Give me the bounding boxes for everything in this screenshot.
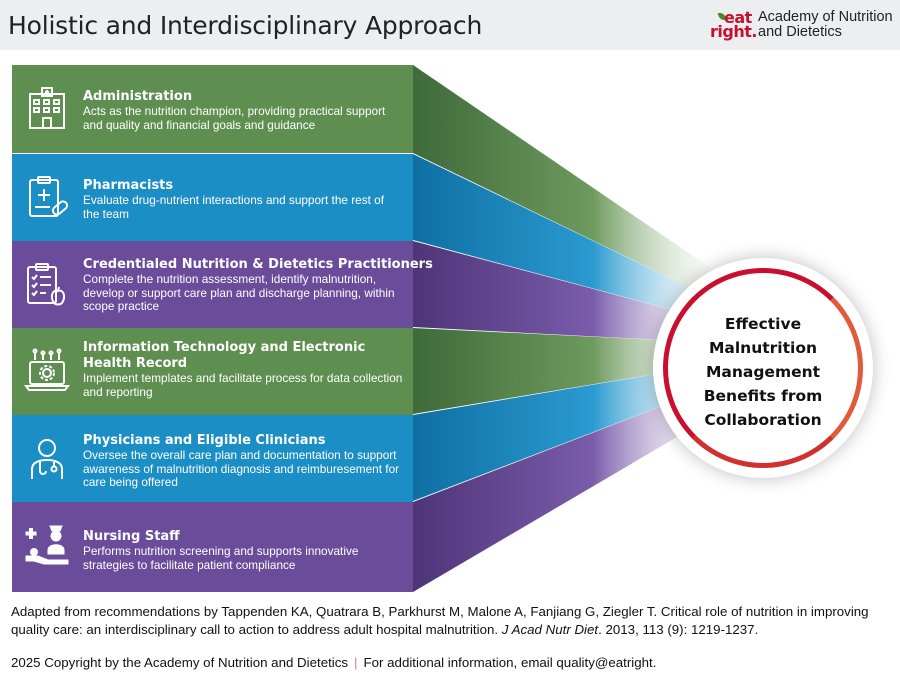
role-title: Nursing Staff bbox=[83, 529, 180, 544]
citation-suffix: . 2013, 113 (9): 1219-1237. bbox=[598, 622, 759, 637]
circle-line: Management bbox=[705, 363, 821, 381]
logo-org-name: Academy of Nutrition and Dietetics bbox=[758, 10, 893, 40]
logo-org-line1: Academy of Nutrition bbox=[758, 9, 893, 25]
funnel-rays bbox=[413, 65, 740, 592]
ray-pharmacists bbox=[413, 154, 740, 328]
citation-journal: J Acad Nutr Diet bbox=[501, 622, 599, 637]
nurse-patient-icon bbox=[24, 522, 70, 568]
circle-statement: Effective Malnutrition Management Benefi… bbox=[683, 312, 843, 432]
header-bar: Holistic and Interdisciplinary Approach … bbox=[0, 0, 900, 50]
circle-line: Collaboration bbox=[704, 411, 822, 429]
collaboration-funnel: Administration Acts as the nutrition cha… bbox=[0, 50, 900, 600]
role-title: Administration bbox=[83, 89, 193, 104]
role-description: Implement templates and facilitate proce… bbox=[83, 371, 403, 399]
copyright-line: 2025 Copyright by the Academy of Nutriti… bbox=[11, 655, 891, 670]
role-band-it-ehr: Information Technology and Electronic He… bbox=[12, 328, 413, 416]
role-band-nursing: Nursing Staff Performs nutrition screeni… bbox=[12, 502, 413, 592]
role-description: Acts as the nutrition champion, providin… bbox=[83, 104, 386, 132]
page-title: Holistic and Interdisciplinary Approach bbox=[8, 11, 483, 40]
footer-separator: | bbox=[354, 655, 358, 670]
ray-nursing bbox=[413, 376, 740, 592]
ray-administration bbox=[413, 65, 740, 312]
role-title: Credentialed Nutrition & Dietetics Pract… bbox=[83, 257, 433, 272]
circle-ring bbox=[663, 268, 863, 468]
ray-practitioners bbox=[413, 241, 740, 344]
role-description: Oversee the overall care plan and docume… bbox=[83, 448, 400, 489]
role-band-practitioners: Credentialed Nutrition & Dietetics Pract… bbox=[12, 241, 433, 329]
physician-icon bbox=[24, 435, 70, 481]
hospital-building-icon bbox=[24, 86, 70, 132]
source-citation: Adapted from recommendations by Tappende… bbox=[11, 603, 891, 639]
role-description: Evaluate drug-nutrient interactions and … bbox=[83, 193, 384, 221]
academy-logo: eat right. Academy of Nutrition and Diet… bbox=[710, 8, 895, 44]
citation-prefix: Adapted from recommendations by Tappende… bbox=[11, 604, 869, 637]
checklist-apple-icon bbox=[24, 261, 70, 307]
prescription-clipboard-icon bbox=[24, 174, 70, 220]
role-title: Pharmacists bbox=[83, 178, 174, 193]
role-title: Information Technology and Electronic He… bbox=[83, 340, 366, 371]
role-band-pharmacists: Pharmacists Evaluate drug-nutrient inter… bbox=[12, 154, 413, 242]
circle-line: Malnutrition bbox=[708, 339, 818, 357]
role-band-administration: Administration Acts as the nutrition cha… bbox=[12, 65, 413, 153]
copyright-text: 2025 Copyright by the Academy of Nutriti… bbox=[11, 655, 349, 670]
circle-line: Benefits from bbox=[703, 387, 823, 405]
role-description: Complete the nutrition assessment, ident… bbox=[83, 272, 395, 313]
role-band-physicians: Physicians and Eligible Clinicians Overs… bbox=[12, 415, 413, 503]
logo-org-line2: and Dietetics bbox=[758, 24, 842, 40]
logo-eat-text: eat bbox=[724, 8, 752, 27]
circle-line: Effective bbox=[724, 315, 802, 333]
role-description: Performs nutrition screening and support… bbox=[83, 544, 359, 572]
contact-text: For additional information, email qualit… bbox=[363, 655, 657, 670]
logo-right-text: right. bbox=[710, 22, 757, 41]
collaboration-circle: Effective Malnutrition Management Benefi… bbox=[653, 258, 873, 478]
role-title: Physicians and Eligible Clinicians bbox=[83, 433, 326, 448]
laptop-gear-icon bbox=[24, 348, 70, 394]
